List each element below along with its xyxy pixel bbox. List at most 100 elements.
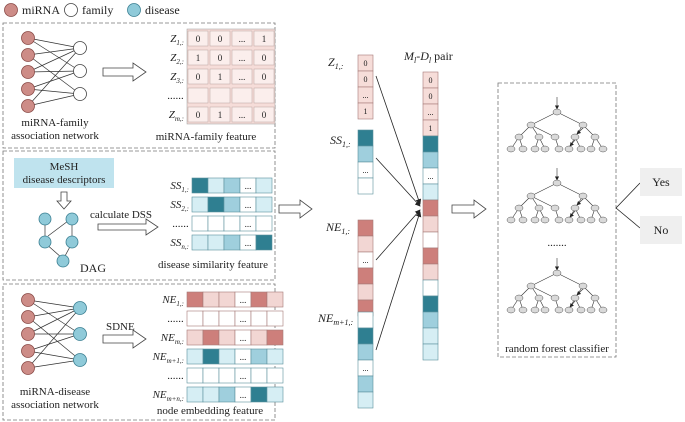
embedding-cell xyxy=(266,329,284,346)
embedding-cell xyxy=(218,367,236,384)
nem-vector-sub: m+1,: xyxy=(333,318,353,327)
tree-node xyxy=(570,133,580,141)
z-vector-cell-text: ... xyxy=(363,91,369,100)
matrix-cell xyxy=(231,68,253,85)
matrix-cell xyxy=(187,106,209,123)
similarity-cell xyxy=(223,177,241,194)
z-vector-name: Z xyxy=(328,55,335,69)
embedding-cell-ellipsis: ... xyxy=(240,371,247,381)
tree-edge xyxy=(576,127,584,135)
embedding-cell xyxy=(250,348,268,365)
embedding-cell xyxy=(250,310,268,327)
matrix-cell xyxy=(231,106,253,123)
tree-edge xyxy=(556,272,584,287)
matrix-cell-value: 1 xyxy=(262,34,267,44)
tree-edge xyxy=(530,182,558,197)
to-classifier-hollow-arrow xyxy=(451,199,487,219)
row-label-name: Z xyxy=(170,33,177,45)
z-vector-cell-text: 1 xyxy=(364,107,368,116)
tree-node xyxy=(506,216,516,224)
pair-vector-cell xyxy=(422,231,439,249)
pair-d-sub: l xyxy=(429,56,432,65)
mirna-family-network xyxy=(27,37,81,107)
embedding-cell xyxy=(202,310,220,327)
matrix-cell-value: 0 xyxy=(196,110,201,120)
ne1-vector-label: NE1,: xyxy=(325,220,350,236)
similarity-cell-ellipsis: ... xyxy=(245,181,252,191)
tree-node xyxy=(518,306,528,314)
row-label: Zm,: xyxy=(169,109,184,123)
embedding-cell-ellipsis: ... xyxy=(240,390,247,400)
ne1-vector-sub: 1,: xyxy=(341,227,350,236)
classifier-panel xyxy=(497,82,617,358)
disease-node xyxy=(65,235,79,249)
row-label-sub: m,: xyxy=(175,338,184,346)
row-label-name: Z xyxy=(170,71,177,83)
embedding-cell xyxy=(266,291,284,308)
embedding-cell xyxy=(186,348,204,365)
embedding-cell-ellipsis: ... xyxy=(240,295,247,305)
pair-vector-cell xyxy=(422,215,439,233)
similarity-cell-ellipsis: ... xyxy=(245,200,252,210)
tree-edge xyxy=(530,285,556,299)
mirna-node xyxy=(21,310,35,324)
nem-vector-cell xyxy=(357,311,374,329)
ne1-vector-cell xyxy=(357,283,374,301)
dag-nodes xyxy=(38,212,79,268)
row-label-sub: 3,: xyxy=(175,77,184,85)
matrix-cell xyxy=(187,30,209,47)
no-label: No xyxy=(654,223,669,237)
tree-node xyxy=(526,192,536,200)
similarity-cell xyxy=(191,177,209,194)
ne1-vector-cell xyxy=(357,267,374,285)
tree-edge xyxy=(530,111,558,126)
embedding-cell xyxy=(202,329,220,346)
matrix-cell xyxy=(187,49,209,66)
row-label: ...... xyxy=(168,313,185,325)
similarity-cell xyxy=(223,196,241,213)
z-vector-cell-text: 0 xyxy=(364,59,368,68)
ss-vector-sub: 1,: xyxy=(342,140,351,149)
matrix-cell xyxy=(231,49,253,66)
matrix-cell-value: 0 xyxy=(218,34,223,44)
embedding-cell xyxy=(250,291,268,308)
disease-node xyxy=(73,353,87,367)
matrix-cell xyxy=(209,68,231,85)
mirna-disease-network xyxy=(27,299,81,369)
tree-node xyxy=(570,294,580,302)
z-vector-cell xyxy=(357,102,374,120)
tree-node xyxy=(550,133,560,141)
mirna-family-feature-label: miRNA-family feature xyxy=(156,131,257,143)
pair-vector-cell xyxy=(422,343,439,361)
tree-node xyxy=(506,306,516,314)
tree-node xyxy=(506,145,516,153)
z-vector-sub: 1,: xyxy=(335,62,344,71)
tree-node xyxy=(598,306,608,314)
mirna-node xyxy=(21,293,35,307)
row-label-sub: 1,: xyxy=(176,300,184,308)
row-label-sub: n,: xyxy=(181,243,189,251)
row-label-name: ...... xyxy=(173,218,190,230)
feature-vectors: 00...1.........00...1... xyxy=(357,54,439,409)
row-label-name: ...... xyxy=(168,313,185,325)
tree-edge xyxy=(576,198,584,206)
embedding-cell xyxy=(250,367,268,384)
disease-node xyxy=(38,212,52,226)
embedding-cell xyxy=(202,291,220,308)
row-label-name: SS xyxy=(170,180,182,192)
matrix-cell-value: 0 xyxy=(262,72,267,82)
embedding-cell xyxy=(266,348,284,365)
tree-node xyxy=(552,269,562,277)
ne1-vector-cell xyxy=(357,235,374,253)
tree-node xyxy=(534,204,544,212)
tree-node xyxy=(552,108,562,116)
mesh-down-arrow xyxy=(56,191,72,210)
matrix-cell xyxy=(209,106,231,123)
tree-node xyxy=(578,282,588,290)
row-label-name: SS xyxy=(170,199,182,211)
row-label-name: NE xyxy=(152,389,167,401)
node-embedding-matrix: NE1,:............NEm,:...NEm+1,:........… xyxy=(152,291,284,403)
legend-family-label: family xyxy=(82,3,113,17)
tree-edge xyxy=(556,182,584,197)
